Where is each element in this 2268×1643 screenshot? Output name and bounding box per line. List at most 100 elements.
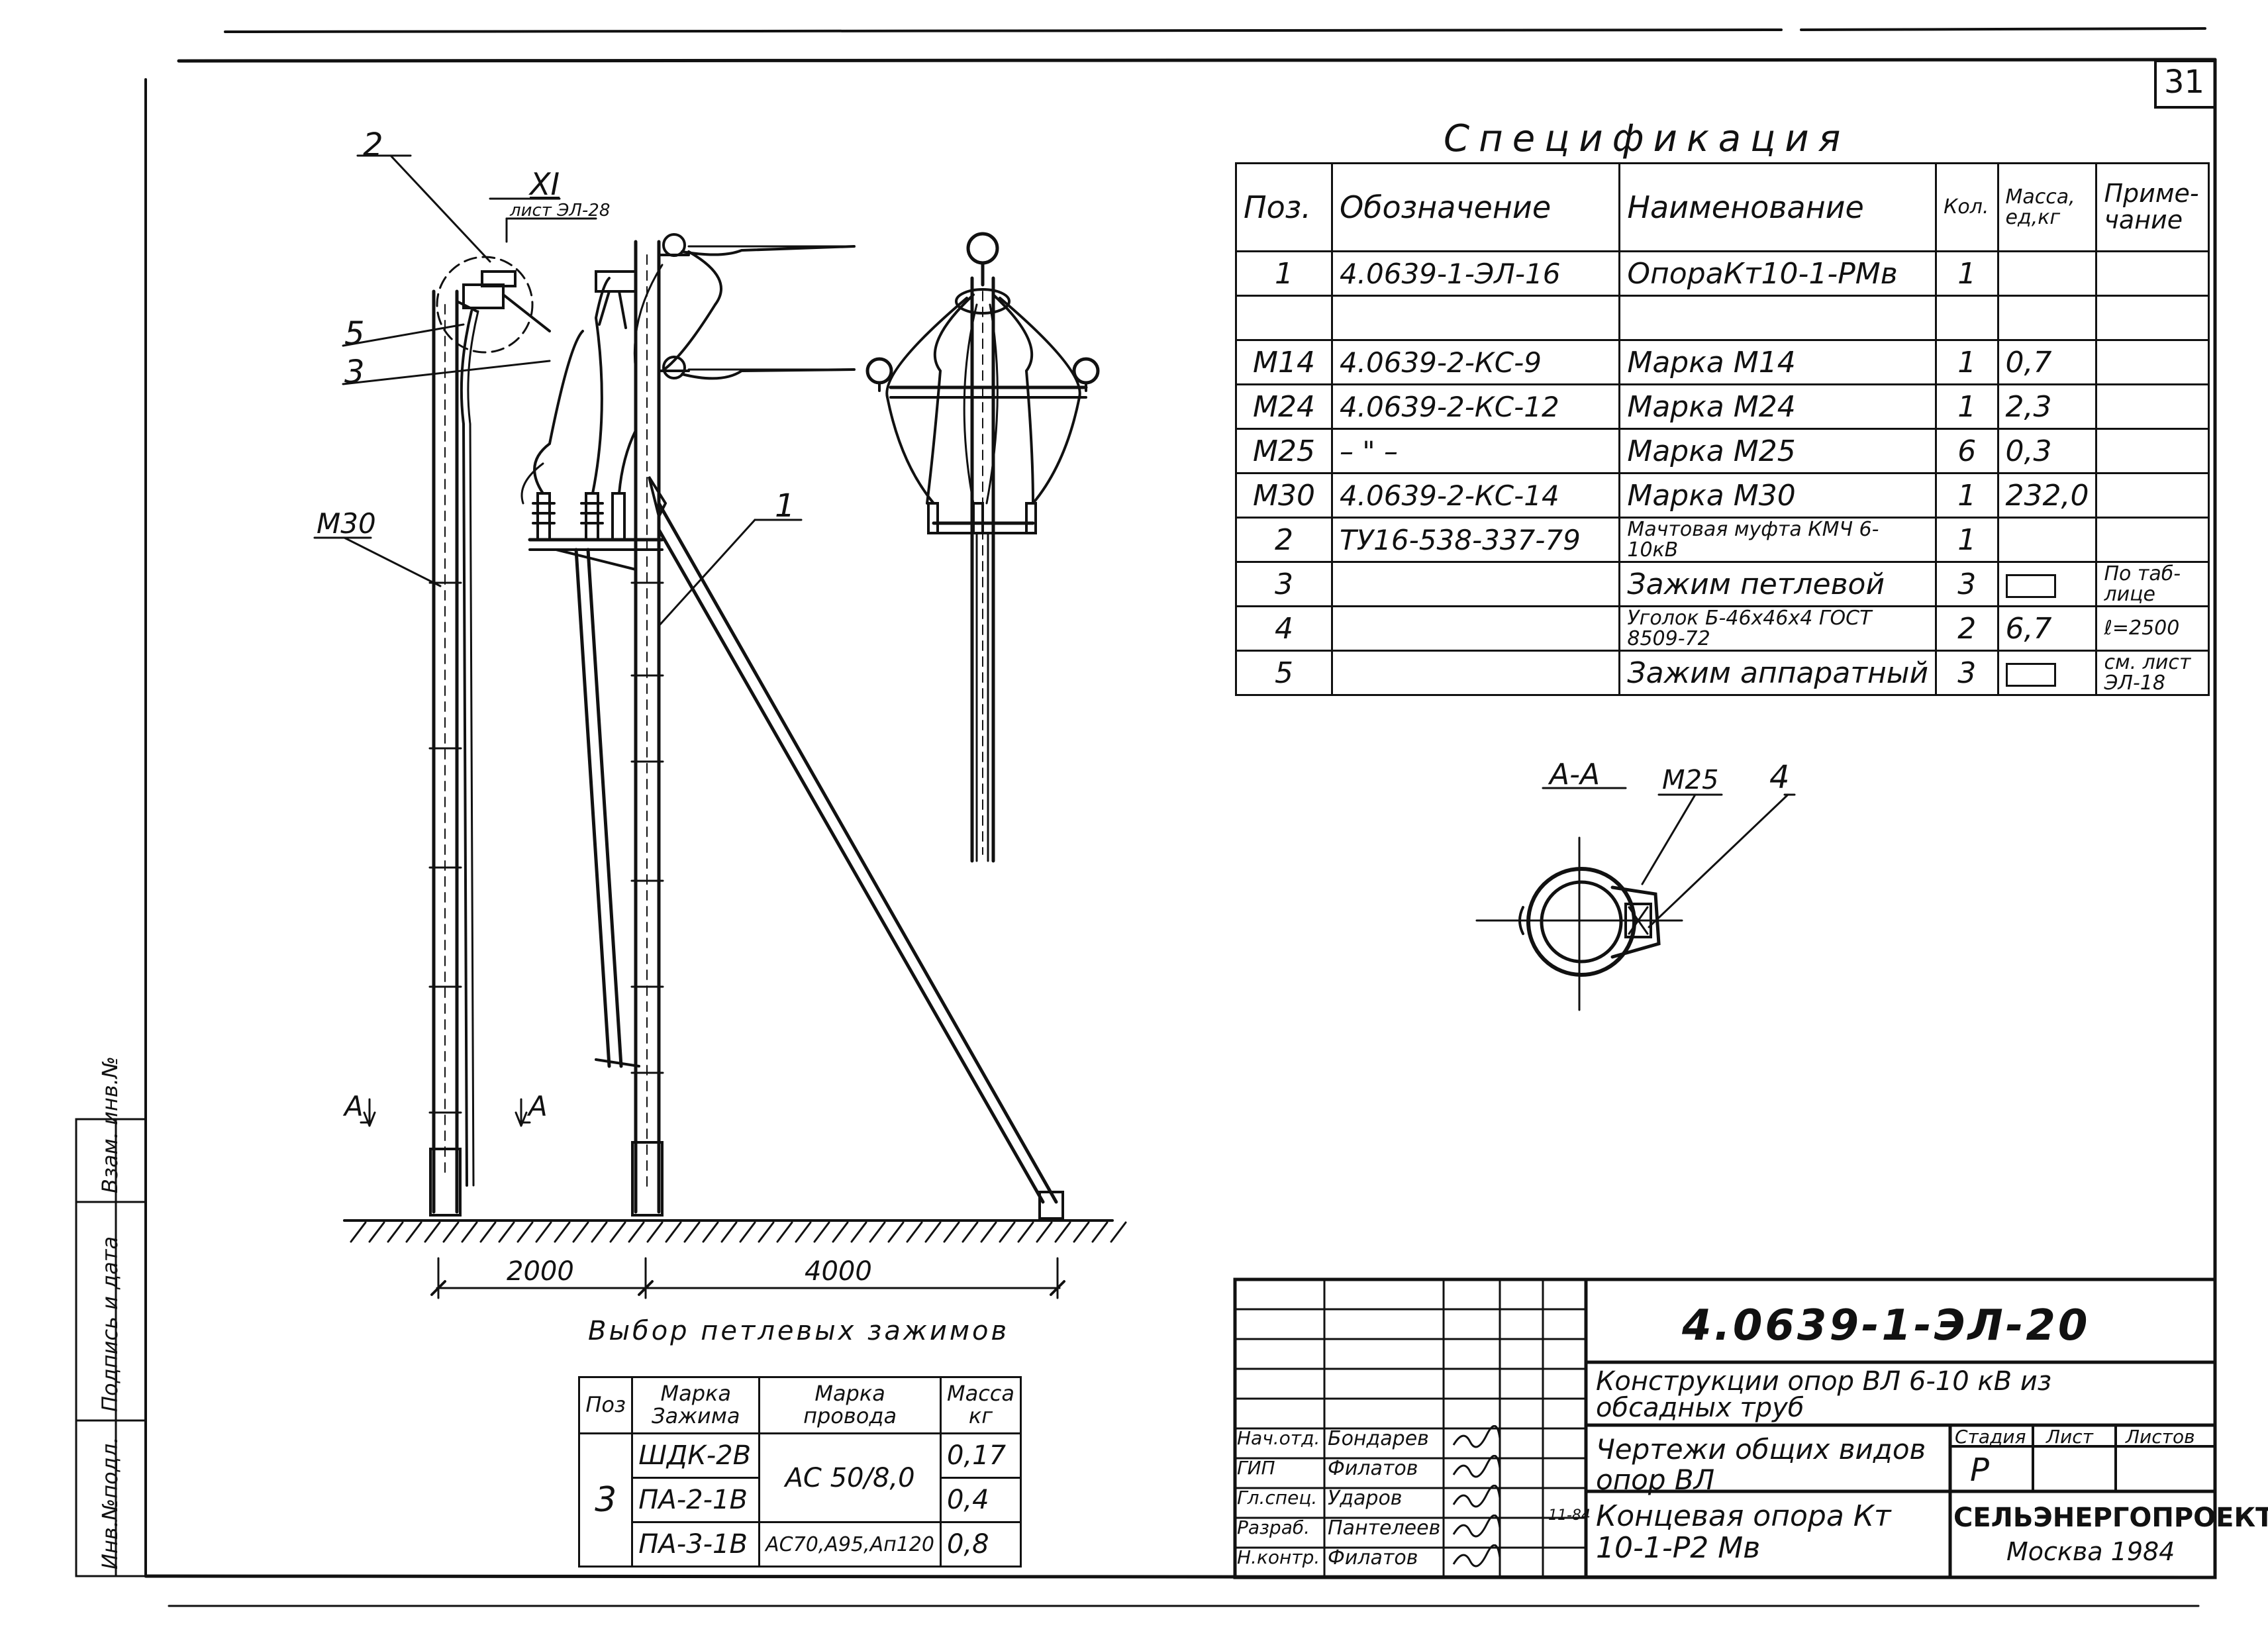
spec-header-designation: Обозначение (1330, 162, 1621, 252)
sheet-number: 31 (2164, 64, 2205, 101)
spec-header-qty: Кол. (1935, 162, 1999, 252)
signature-role: Нач.отд. (1237, 1427, 1320, 1449)
spec-title: Спецификация (1444, 117, 1850, 160)
spec-cell-designation (1330, 295, 1621, 341)
loops-clamp: ПА-2-1В (631, 1477, 761, 1523)
spec-cell-note: ℓ=2500 (2095, 605, 2210, 652)
spec-cell-designation: 4.0639-2-КС-12 (1330, 383, 1621, 430)
loops-header-pos: Поз (577, 1376, 634, 1434)
spec-header-row: Поз. Обозначение Наименование Кол. Масса… (1235, 162, 2210, 252)
spec-cell-qty: 3 (1935, 650, 1999, 696)
label-pos-5: 5 (344, 315, 365, 352)
signature-scribble-icon (1452, 1485, 1501, 1508)
signature-name: Бондарев (1328, 1427, 1429, 1450)
spec-cell-name: Зажим петлевой (1618, 561, 1938, 607)
loops-wire: АС70,А95,Ап120 (758, 1521, 942, 1568)
spec-cell-pos (1235, 295, 1333, 341)
spec-cell-mass: 232,0 (1997, 472, 2098, 519)
spec-cell-pos: 1 (1235, 250, 1333, 297)
spec-cell-name (1618, 295, 1938, 341)
signature-scribble-icon (1452, 1425, 1501, 1448)
spec-cell-note (2095, 383, 2210, 430)
loops-header-mass: Масса кг (939, 1376, 1022, 1434)
dimension-2000: 2000 (507, 1256, 574, 1287)
spec-cell-designation (1330, 650, 1621, 696)
spec-cell-note (2095, 295, 2210, 341)
city-year: Москва 1984 (2006, 1537, 2175, 1566)
spec-cell-pos: 2 (1235, 517, 1333, 563)
specification-table: Поз. Обозначение Наименование Кол. Масса… (1235, 162, 2210, 696)
spec-cell-designation: 4.0639-2-КС-14 (1330, 472, 1621, 519)
spec-header-pos: Поз. (1235, 162, 1333, 252)
spec-cell-note (2095, 472, 2210, 519)
spec-cell-mass (1997, 650, 2098, 696)
spec-cell-note (2095, 250, 2210, 297)
spec-cell-designation: 4.0639-2-КС-9 (1330, 339, 1621, 385)
spec-cell-qty: 1 (1935, 250, 1999, 297)
item-name: Концевая опора Кт 10-1-Р2 Мв (1596, 1499, 1891, 1566)
spec-cell-name: Марка М14 (1618, 339, 1938, 385)
spec-cell-pos: М30 (1235, 472, 1333, 519)
signature-name: Ударов (1328, 1487, 1403, 1510)
organization: СЕЛЬЭНЕРГОПРОЕКТ (1953, 1503, 2268, 1533)
section-label-pos-4: 4 (1769, 759, 1790, 796)
label-section-a-left: А (344, 1090, 364, 1122)
table-row: ПА-2-1В 0,4 (579, 1477, 1022, 1523)
loops-pos: 3 (577, 1432, 634, 1568)
empty-box-icon (2005, 573, 2056, 598)
spec-cell-designation (1330, 561, 1621, 607)
spec-cell-designation (1330, 605, 1621, 652)
spec-cell-name: Мачтовая муфта КМЧ 6-10кВ (1618, 517, 1938, 563)
loops-mass: 0,17 (939, 1432, 1022, 1479)
spec-cell-mass (1997, 517, 2098, 563)
spec-cell-mass: 6,7 (1997, 605, 2098, 652)
label-m30: М30 (317, 507, 376, 540)
spec-cell-mass: 0,3 (1997, 428, 2098, 474)
spec-cell-qty: 1 (1935, 472, 1999, 519)
signature-scribble-icon (1452, 1544, 1501, 1568)
signature-name: Филатов (1328, 1546, 1418, 1569)
spec-cell-designation: 4.0639-1-ЭЛ-16 (1330, 250, 1621, 297)
spec-cell-qty: 1 (1935, 383, 1999, 430)
spec-cell-mass (1997, 561, 2098, 607)
section-label-m25: М25 (1662, 765, 1719, 795)
signature-name: Пантелеев (1328, 1517, 1441, 1540)
spec-cell-name: Зажим аппаратный (1618, 650, 1938, 696)
spec-cell-note (2095, 517, 2210, 563)
spec-cell-note (2095, 339, 2210, 385)
loops-mass: 0,8 (939, 1521, 1022, 1568)
signature-scribble-icon (1452, 1515, 1501, 1538)
label-pos-1: 1 (775, 487, 795, 524)
spec-cell-pos: М25 (1235, 428, 1333, 474)
project-title: Конструкции опор ВЛ 6-10 кВ из обсадных … (1596, 1366, 2051, 1423)
spec-cell-pos: М24 (1235, 383, 1333, 430)
label-section-a-right: А (528, 1090, 548, 1122)
spec-cell-note (2095, 428, 2210, 474)
loops-wire: АС 50/8,0 (758, 1432, 942, 1523)
spec-cell-pos: М14 (1235, 339, 1333, 385)
spec-cell-name: ОпораКт10-1-РМв (1618, 250, 1938, 297)
sheets-label: Листов (2126, 1426, 2195, 1448)
spec-header-name: Наименование (1618, 162, 1938, 252)
spec-cell-qty: 1 (1935, 517, 1999, 563)
spec-cell-name: Уголок Б-46х46х4 ГОСТ 8509-72 (1618, 605, 1938, 652)
spec-cell-note: По таб- лице (2095, 561, 2210, 607)
label-pos-2: 2 (363, 126, 383, 164)
signature-role: Н.контр. (1237, 1546, 1320, 1568)
spec-cell-mass (1997, 295, 2098, 341)
spec-cell-note: см. лист ЭЛ-18 (2095, 650, 2210, 696)
spec-cell-pos: 5 (1235, 650, 1333, 696)
section-title: А-А (1550, 758, 1601, 791)
signature-role: Гл.спец. (1237, 1487, 1318, 1509)
side-stamp-signature-label: Подпись и дата (97, 1236, 123, 1412)
loops-clamp: ШДК-2В (631, 1432, 761, 1479)
stage-label: Стадия (1955, 1426, 2026, 1448)
section-name: Чертежи общих видов опор ВЛ (1596, 1433, 1926, 1497)
document-code: 4.0639-1-ЭЛ-20 (1682, 1301, 2091, 1350)
